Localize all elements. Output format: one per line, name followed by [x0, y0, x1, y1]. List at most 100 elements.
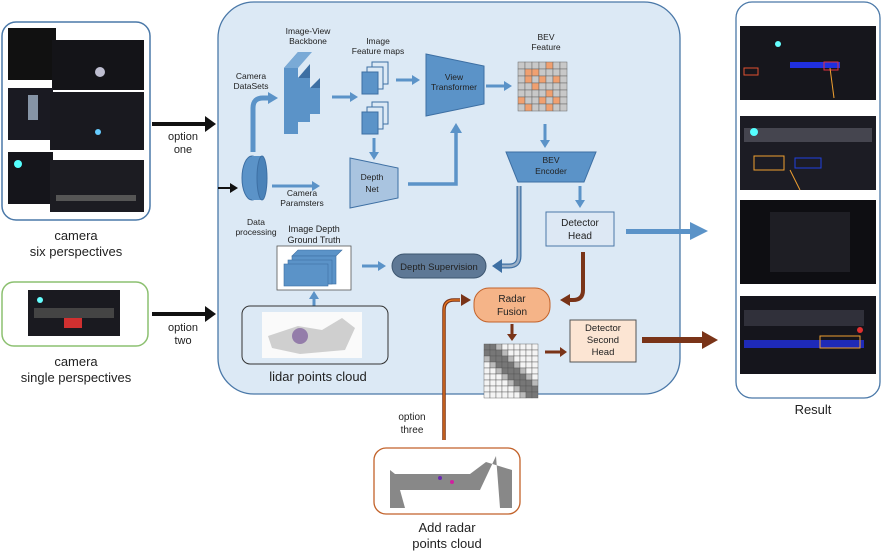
bev-grid-cell — [559, 75, 568, 84]
fused-grid-cell — [531, 349, 539, 357]
option-two-label-1: option — [168, 322, 198, 334]
bev-grid-cell — [552, 82, 561, 91]
option-three-label-1: option — [398, 412, 425, 423]
bev-grid-cell — [559, 89, 568, 98]
option-two-arrow: option two — [152, 306, 216, 347]
fused-grid-cell — [489, 355, 497, 363]
view-transformer-label-2: Transformer — [431, 82, 477, 92]
fused-grid-cell — [483, 391, 491, 399]
option-one-label-1: option — [168, 131, 198, 143]
fused-grid-cell — [501, 385, 509, 393]
bev-grid-cell — [552, 61, 561, 70]
bev-grid-cell — [559, 82, 568, 91]
bev-feature-label-2: Feature — [531, 42, 561, 52]
bev-grid-cell — [545, 103, 554, 112]
fused-grid-cell — [489, 391, 497, 399]
fused-grid-cell — [525, 343, 533, 351]
fused-grid-cell — [519, 349, 527, 357]
fused-grid-cell — [525, 355, 533, 363]
fused-grid-cell — [495, 355, 503, 363]
data-processing-label-2: processing — [235, 227, 276, 237]
result-image-1 — [740, 26, 876, 100]
bev-grid-cell — [559, 96, 568, 105]
lidar-points-cloud: lidar points cloud — [241, 305, 389, 384]
fused-grid-cell — [489, 343, 497, 351]
fused-grid-cell — [525, 349, 533, 357]
bev-feature-grid: BEV Feature — [517, 32, 568, 112]
depth-gt-label-2: Ground Truth — [287, 235, 340, 245]
bev-grid-cell — [559, 103, 568, 112]
bev-grid-cell — [524, 103, 533, 112]
fused-grid-cell — [525, 379, 533, 387]
fused-grid-cell — [519, 361, 527, 369]
bev-grid-cell — [538, 75, 547, 84]
radar-input: Add radar points cloud — [373, 447, 521, 551]
option-one-arrow: option one — [152, 116, 216, 156]
depth-net-label-1: Depth — [361, 172, 384, 182]
fused-grid-cell — [513, 343, 521, 351]
result-image-3 — [740, 200, 876, 284]
six-camera-thumbnails — [8, 28, 144, 212]
view-transformer: View Transformer — [425, 53, 485, 117]
bev-grid-cell — [517, 82, 526, 91]
radar-label-2: points cloud — [412, 536, 481, 551]
fused-grid-cell — [489, 367, 497, 375]
bev-grid-cell — [531, 68, 540, 77]
fused-grid-cell — [531, 367, 539, 375]
data-processing-lens: Data processing — [235, 155, 277, 237]
feature-maps-label-2: Feature maps — [352, 46, 404, 56]
detector-head-label-1: Detector — [561, 218, 599, 229]
fused-grid-cell — [483, 355, 491, 363]
fused-grid-cell — [483, 373, 491, 381]
fused-grid-cell — [525, 373, 533, 381]
bev-grid-cell — [545, 68, 554, 77]
bev-encoder-label-1: BEV — [542, 155, 559, 165]
fused-grid-cell — [531, 361, 539, 369]
backbone-label-1: Image-View — [286, 26, 332, 36]
bev-grid-cell — [531, 82, 540, 91]
single-perspective-input: camera single perspectives — [1, 281, 149, 385]
fused-grid-cell — [489, 385, 497, 393]
detector-second-head: Detector Second Head — [569, 319, 637, 363]
option-one-label-2: one — [174, 144, 192, 156]
fused-grid-cell — [507, 385, 515, 393]
fused-grid-cell — [531, 355, 539, 363]
fused-grid-cell — [519, 379, 527, 387]
six-label-1: camera — [54, 228, 98, 243]
fused-grid-cell — [501, 361, 509, 369]
depth-supervision-label: Depth Supervision — [400, 262, 478, 273]
fused-grid-cell — [513, 379, 521, 387]
fused-grid-cell — [501, 373, 509, 381]
bev-grid-cell — [545, 82, 554, 91]
bev-grid-cell — [524, 89, 533, 98]
bev-grid-cell — [552, 68, 561, 77]
result-image-2 — [740, 116, 876, 191]
bev-grid-cell — [545, 96, 554, 105]
bev-grid-cell — [531, 75, 540, 84]
fused-grid-cell — [513, 361, 521, 369]
bev-grid-cell — [552, 89, 561, 98]
bev-grid-cell — [517, 89, 526, 98]
camera-datasets-label-1: Camera — [236, 71, 267, 81]
fused-grid-cell — [507, 343, 515, 351]
six-perspective-input: camera six perspectives — [1, 21, 151, 259]
fused-grid-cell — [525, 391, 533, 399]
fused-grid-cell — [501, 355, 509, 363]
image-depth-ground-truth: Image Depth Ground Truth — [276, 224, 352, 291]
fused-grid-cell — [495, 367, 503, 375]
bev-grid-cell — [517, 96, 526, 105]
fused-grid-cell — [507, 355, 515, 363]
fused-grid-cell — [483, 379, 491, 387]
bev-grid-cell — [531, 61, 540, 70]
bev-grid-cell — [517, 61, 526, 70]
fused-grid-cell — [501, 379, 509, 387]
radar-label-1: Add radar — [418, 520, 476, 535]
bev-grid-cell — [524, 96, 533, 105]
feature-maps-label-1: Image — [366, 36, 390, 46]
fused-grid-cell — [519, 367, 527, 375]
fused-grid-cell — [531, 379, 539, 387]
fused-grid-cell — [483, 385, 491, 393]
bev-encoder-label-2: Encoder — [535, 166, 567, 176]
six-label-2: six perspectives — [30, 244, 123, 259]
depth-net-label-2: Net — [365, 184, 379, 194]
